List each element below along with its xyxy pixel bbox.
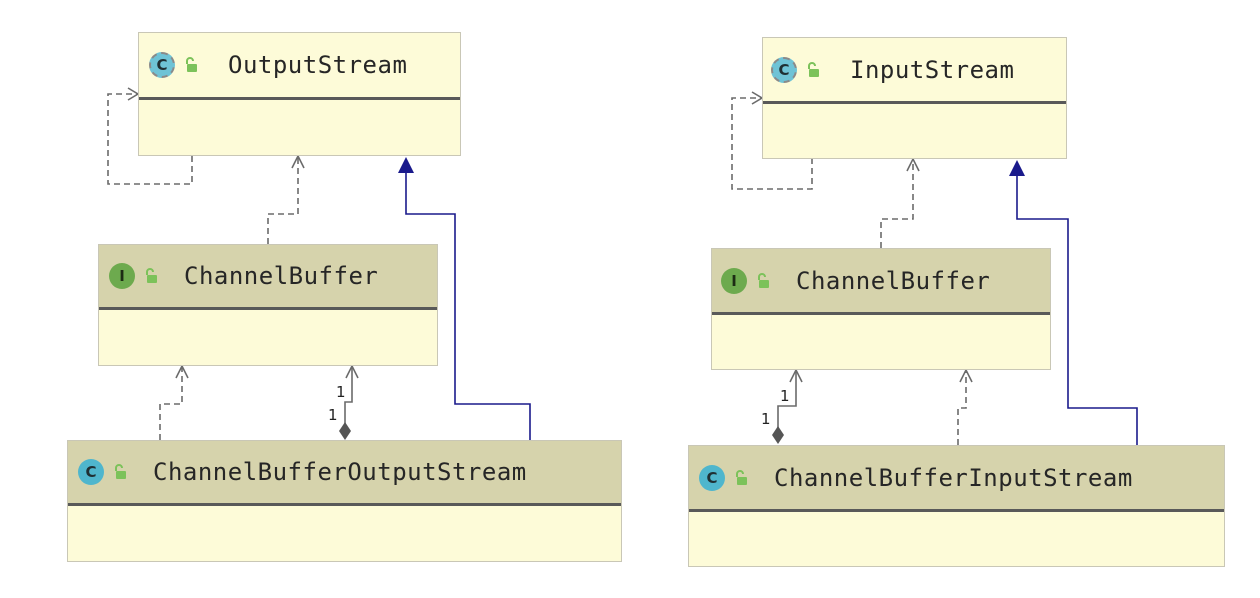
inheritance-edge — [405, 173, 531, 440]
inheritance-arrowhead — [398, 157, 414, 173]
abstract-class-icon: C — [771, 56, 797, 83]
unlocked-padlock-icon — [115, 464, 126, 479]
dependency-arrowhead — [175, 364, 189, 379]
dependency-arrowhead — [345, 364, 359, 379]
abstract-class-icon: C — [149, 52, 175, 78]
class-name: ChannelBufferInputStream — [774, 463, 1133, 492]
multiplicity-label: 1 — [780, 387, 790, 405]
dependency-arrowhead — [789, 368, 803, 383]
multiplicity-label: 1 — [336, 383, 346, 401]
unlocked-padlock-icon — [146, 268, 157, 283]
class-name: InputStream — [850, 55, 1015, 84]
dependency-edge — [957, 370, 967, 445]
composition-diamond — [339, 422, 351, 440]
unlocked-padlock-icon — [186, 57, 197, 72]
class-node-channelbufferinputstream[interactable]: C ChannelBufferInputStream — [688, 445, 1225, 567]
interface-icon: I — [109, 263, 135, 289]
class-name: ChannelBuffer — [184, 262, 379, 290]
class-name: OutputStream — [228, 51, 408, 79]
class-icon: C — [699, 464, 725, 491]
interface-node-channelbuffer[interactable]: I ChannelBuffer — [711, 248, 1051, 370]
class-node-outputstream[interactable]: C OutputStream — [138, 32, 461, 156]
inheritance-edge — [1016, 176, 1138, 445]
unlocked-padlock-icon — [808, 61, 819, 77]
class-header: C OutputStream — [139, 33, 460, 100]
dependency-arrowhead — [291, 154, 305, 169]
dependency-edge — [267, 156, 299, 244]
class-icon: C — [78, 459, 104, 485]
multiplicity-label: 1 — [328, 406, 338, 424]
composition-edge — [344, 366, 353, 424]
dependency-edge — [159, 366, 183, 440]
class-header: C ChannelBufferOutputStream — [68, 441, 621, 506]
dependency-arrowhead — [906, 157, 920, 172]
multiplicity-label: 1 — [761, 410, 771, 428]
class-name: ChannelBuffer — [796, 266, 991, 295]
class-header: C ChannelBufferInputStream — [689, 446, 1224, 512]
unlocked-padlock-icon — [736, 469, 747, 485]
unlocked-padlock-icon — [758, 272, 769, 288]
self-dependency-edge — [107, 93, 193, 185]
class-header: C InputStream — [763, 38, 1066, 104]
composition-edge — [777, 370, 797, 428]
inheritance-arrowhead — [1009, 160, 1025, 176]
self-dependency-edge — [731, 97, 813, 190]
class-name: ChannelBufferOutputStream — [153, 458, 527, 486]
class-node-inputstream[interactable]: C InputStream — [762, 37, 1067, 159]
class-header: I ChannelBuffer — [712, 249, 1050, 315]
interface-node-channelbuffer[interactable]: I ChannelBuffer — [98, 244, 438, 366]
composition-diamond — [772, 426, 784, 444]
class-node-channelbufferoutputstream[interactable]: C ChannelBufferOutputStream — [67, 440, 622, 562]
dependency-edge — [880, 159, 914, 248]
interface-icon: I — [721, 267, 747, 294]
class-header: I ChannelBuffer — [99, 245, 437, 310]
dependency-arrowhead — [959, 368, 973, 383]
